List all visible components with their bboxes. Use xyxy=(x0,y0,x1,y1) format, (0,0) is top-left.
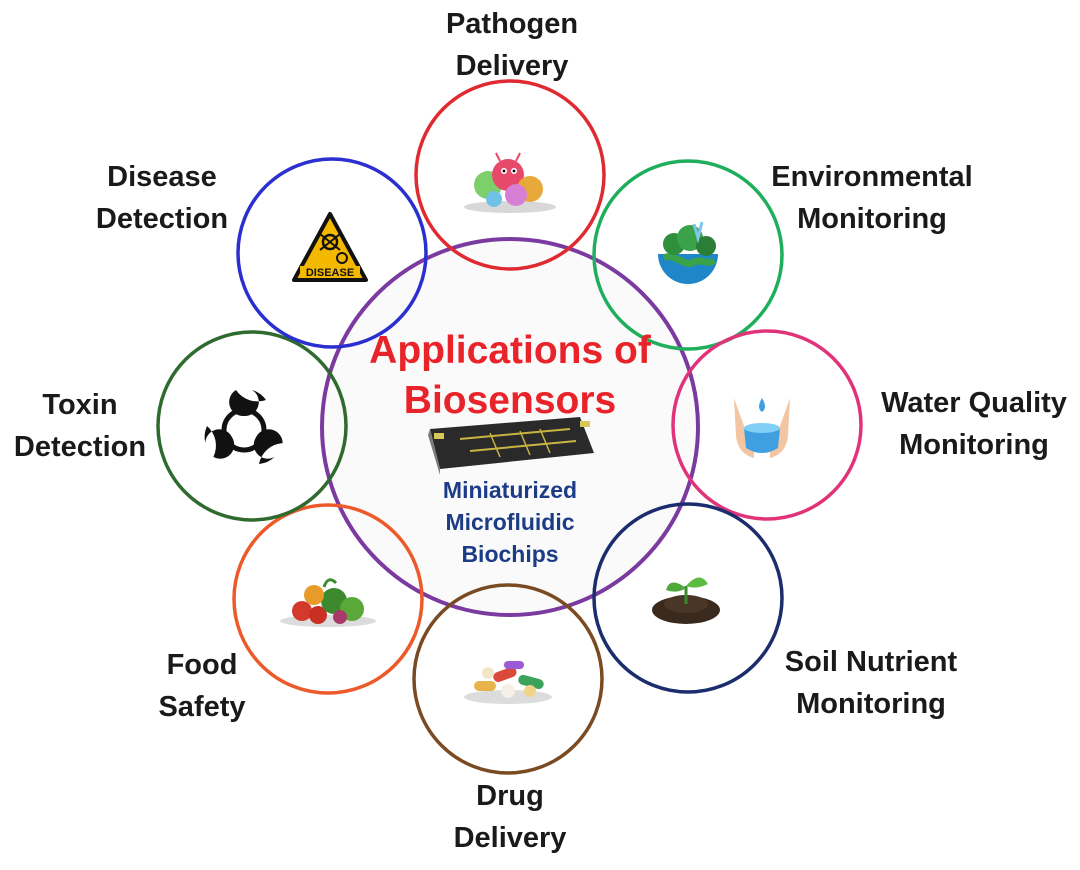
center-subtitle-line-2: Microfluidic xyxy=(445,509,575,535)
ring-toxin-detection xyxy=(156,330,348,522)
label-disease-detection: Disease Detection xyxy=(84,156,240,240)
label-line: Toxin xyxy=(42,389,118,421)
label-pathogen-delivery: Pathogen Delivery xyxy=(412,3,612,87)
ring-environmental-monitoring xyxy=(592,159,784,351)
label-line: Delivery xyxy=(453,822,567,854)
label-environmental-monitoring: Environmental Monitoring xyxy=(752,156,992,240)
center-subtitle-line-3: Biochips xyxy=(461,541,559,567)
label-line: Monitoring xyxy=(797,203,947,235)
vegetables-icon xyxy=(280,578,376,627)
label-line: Delivery xyxy=(455,50,569,82)
label-line: Food xyxy=(166,649,238,681)
label-line: Monitoring xyxy=(899,429,1049,461)
label-soil-nutrient-monitoring: Soil Nutrient Monitoring xyxy=(766,641,976,725)
label-food-safety: Food Safety xyxy=(140,644,264,728)
center-title: Applications of Biosensors xyxy=(330,326,690,426)
ring-food-safety xyxy=(232,503,424,695)
center-title-line-2: Biosensors xyxy=(403,379,617,422)
disease-warning-icon: DISEASE xyxy=(292,212,368,282)
label-line: Safety xyxy=(158,691,246,723)
earth-icon xyxy=(658,221,718,284)
label-line: Detection xyxy=(95,203,229,235)
germs-icon xyxy=(464,152,556,213)
ring-drug-delivery xyxy=(412,583,604,775)
disease-sign-text: DISEASE xyxy=(306,267,354,279)
label-line: Detection xyxy=(13,431,147,463)
label-drug-delivery: Drug Delivery xyxy=(410,775,610,859)
center-title-line-1: Applications of xyxy=(369,329,651,372)
ring-water-quality-monitoring xyxy=(671,329,863,521)
label-line: Soil Nutrient xyxy=(784,646,958,678)
ring-disease-detection xyxy=(236,157,428,349)
label-water-quality-monitoring: Water Quality Monitoring xyxy=(868,382,1080,466)
center-subtitle-line-1: Miniaturized xyxy=(442,477,578,503)
label-line: Pathogen xyxy=(445,8,579,40)
ring-soil-nutrient-monitoring xyxy=(592,502,784,694)
label-line: Drug xyxy=(476,780,544,812)
label-line: Monitoring xyxy=(796,688,946,720)
label-line: Environmental xyxy=(771,161,973,193)
label-line: Disease xyxy=(107,161,217,193)
seedling-icon xyxy=(652,577,720,624)
center-subtitle: Miniaturized Microfluidic Biochips xyxy=(360,474,660,570)
label-toxin-detection: Toxin Detection xyxy=(6,384,154,468)
water-hands-icon xyxy=(734,398,790,458)
biohazard-icon xyxy=(198,390,287,470)
microfluidic-chip-icon xyxy=(428,417,594,475)
label-line: Water Quality xyxy=(881,387,1067,419)
ring-pathogen-delivery xyxy=(414,79,606,271)
pills-icon xyxy=(464,661,552,704)
